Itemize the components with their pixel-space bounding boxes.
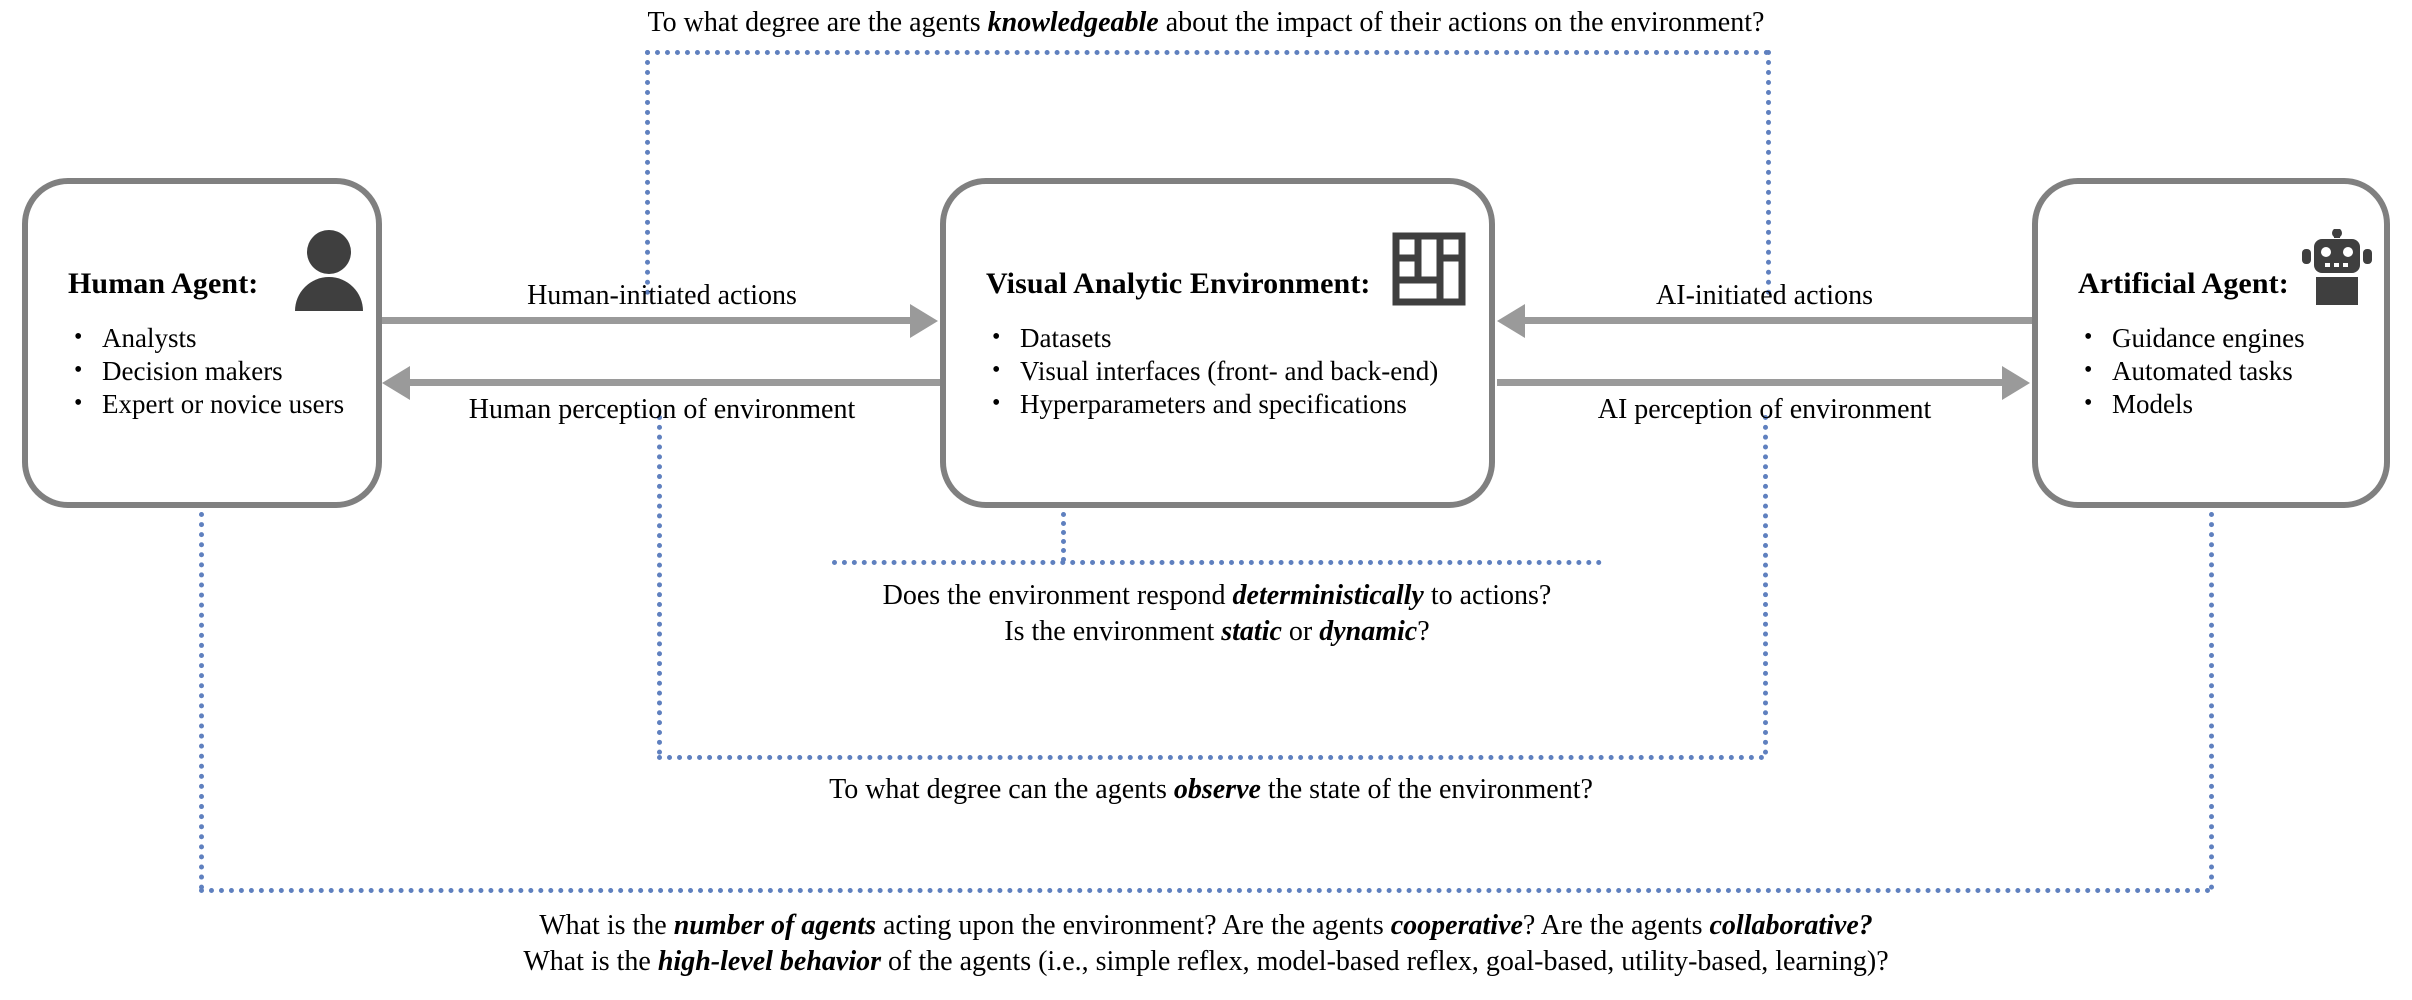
dotted-bracket-knowledgeable-right — [1766, 50, 1771, 295]
arrow-label-human-initiated-actions: Human-initiated actions — [527, 280, 797, 311]
arrow-environment-to-human-head — [382, 366, 410, 400]
node-artificial-agent-title: Artificial Agent: — [2078, 267, 2289, 300]
person-icon — [292, 229, 366, 311]
bullet-icon: • — [992, 390, 1001, 416]
node-artificial-agent[interactable]: Artificial Agent: — [2032, 178, 2390, 508]
arrow-label-ai-perception-of-environment: AI perception of environment — [1597, 394, 1932, 425]
annotation-observability: To what degree can the agents observe th… — [611, 772, 1811, 808]
list-item-label: Expert or novice users — [102, 389, 345, 419]
bullet-icon: • — [74, 390, 83, 416]
annotation-knowledgeable: To what degree are the agents knowledgea… — [0, 5, 2412, 41]
node-human-agent-items: • Analysts • Decision makers • Expert or no… — [68, 322, 344, 421]
list-item: • Analysts — [68, 322, 344, 355]
list-item-label: Visual interfaces (front- and back-end) — [1020, 356, 1439, 386]
maze-icon — [1392, 232, 1466, 306]
list-item: • Hyperparameters and specifications — [986, 388, 1438, 421]
list-item: • Datasets — [986, 322, 1438, 355]
dotted-bracket-agency-left — [199, 512, 204, 890]
annotation-line: What is the high-level behavior of the a… — [523, 946, 1889, 977]
list-item: • Expert or novice users — [68, 388, 344, 421]
list-item-label: Analysts — [102, 323, 197, 353]
dotted-bracket-determinism — [832, 560, 1602, 565]
dotted-connector-environment-determinism — [1061, 512, 1066, 562]
list-item: • Decision makers — [68, 355, 344, 388]
annotation-line: To what degree can the agents observe th… — [829, 774, 1593, 805]
robot-icon — [2300, 228, 2374, 311]
list-item-label: Models — [2112, 389, 2193, 419]
arrow-environment-to-ai-line — [1497, 379, 2004, 386]
dotted-bracket-knowledgeable-left-lower — [657, 415, 662, 755]
annotation-determinism: Does the environment respond determinist… — [632, 578, 1802, 650]
dotted-bracket-observability — [657, 755, 1765, 760]
arrow-ai-to-environment-head — [1497, 304, 1525, 338]
node-human-agent[interactable]: Human Agent: • Analysts • Decision makers … — [22, 178, 382, 508]
list-item-label: Decision makers — [102, 356, 283, 386]
dotted-bracket-knowledgeable-top — [645, 50, 1770, 55]
list-item: • Guidance engines — [2078, 322, 2305, 355]
arrow-human-to-environment-line — [382, 317, 912, 324]
annotation-agency: What is the number of agents acting upon… — [206, 908, 2206, 980]
arrow-label-ai-initiated-actions: AI-initiated actions — [1656, 280, 1873, 311]
annotation-line: To what degree are the agents knowledgea… — [647, 7, 1765, 38]
dotted-bracket-knowledgeable-right-lower — [1763, 415, 1768, 755]
node-human-agent-title: Human Agent: — [68, 267, 259, 300]
list-item: • Automated tasks — [2078, 355, 2305, 388]
bullet-icon: • — [2084, 390, 2093, 416]
annotation-line: Does the environment respond determinist… — [882, 580, 1552, 611]
list-item-label: Automated tasks — [2112, 356, 2293, 386]
bullet-icon: • — [2084, 357, 2093, 383]
annotation-line: What is the number of agents acting upon… — [539, 910, 1873, 941]
node-visual-analytic-environment[interactable]: Visual Analytic Environment: • Datasets •… — [940, 178, 1495, 508]
arrow-environment-to-human-line — [410, 379, 940, 386]
arrow-environment-to-ai-head — [2002, 366, 2030, 400]
arrow-label-human-perception-of-environment: Human perception of environment — [468, 394, 856, 425]
node-artificial-agent-items: • Guidance engines • Automated tasks • Mode… — [2078, 322, 2305, 421]
dotted-bracket-agency-right — [2209, 512, 2214, 890]
arrow-ai-to-environment-line — [1525, 317, 2032, 324]
list-item: • Visual interfaces (front- and back-end) — [986, 355, 1438, 388]
node-environment-title: Visual Analytic Environment: — [986, 267, 1371, 300]
node-environment-items: • Datasets • Visual interfaces (front- and… — [986, 322, 1438, 421]
bullet-icon: • — [74, 324, 83, 350]
list-item-label: Datasets — [1020, 323, 1112, 353]
bullet-icon: • — [992, 357, 1001, 383]
annotation-line: Is the environment static or dynamic? — [1004, 616, 1430, 647]
list-item-label: Guidance engines — [2112, 323, 2305, 353]
bullet-icon: • — [992, 324, 1001, 350]
list-item: • Models — [2078, 388, 2305, 421]
bullet-icon: • — [74, 357, 83, 383]
dotted-bracket-knowledgeable-left — [645, 50, 650, 295]
list-item-label: Hyperparameters and specifications — [1020, 389, 1407, 419]
dotted-bracket-agency-bottom — [199, 888, 2212, 893]
bullet-icon: • — [2084, 324, 2093, 350]
arrow-human-to-environment-head — [910, 304, 938, 338]
